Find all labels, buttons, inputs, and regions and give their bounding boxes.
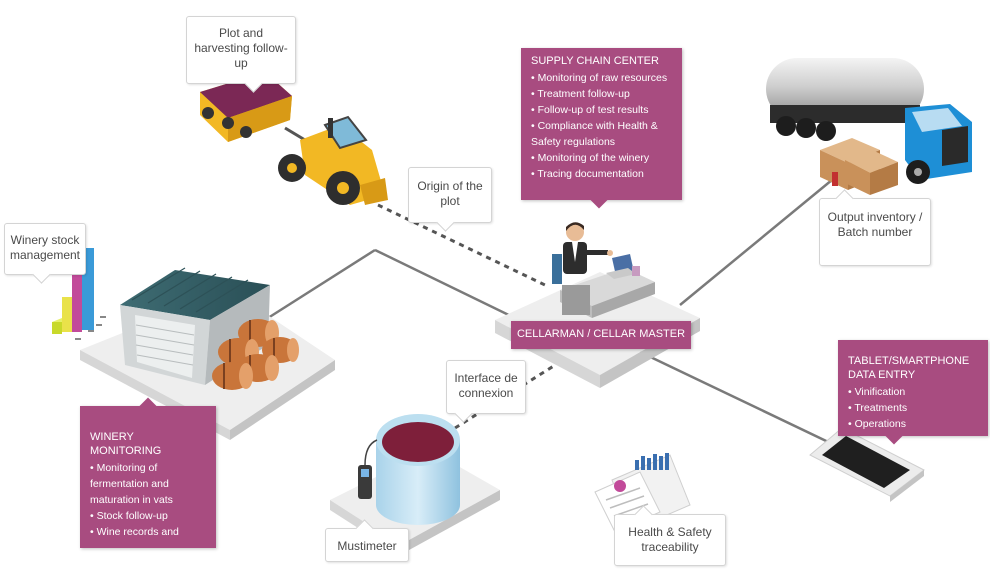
wine-vat — [358, 414, 460, 525]
supply-chain-item: • Treatment follow-up — [531, 88, 630, 100]
supply-chain-item: • Monitoring of the winery — [531, 152, 650, 164]
supply-chain-panel: SUPPLY CHAIN CENTER • Monitoring of raw … — [521, 48, 682, 209]
supply-chain-title: SUPPLY CHAIN CENTER — [531, 55, 659, 67]
callout-health-safety: Health & Safety traceability — [614, 505, 726, 566]
tractor-trailer — [200, 72, 388, 205]
supply-chain-item: • Tracing documentation — [531, 168, 644, 180]
cellar-master-person — [552, 222, 655, 318]
supply-chain-item: • Follow-up of test results — [531, 104, 649, 116]
warehouse-building — [120, 267, 270, 385]
tanker-truck — [766, 58, 972, 184]
cellarman-label: CELLARMAN / CELLAR MASTER — [511, 321, 691, 349]
stock-bar-chart-icon — [52, 248, 106, 340]
wine-barrels — [212, 319, 299, 390]
callout-origin-text: Origin of the plot — [417, 179, 483, 208]
supply-chain-item: • Compliance with Health & Safety regula… — [531, 120, 658, 148]
callout-plot-text: Plot and harvesting follow-up — [194, 26, 288, 70]
winery-monitoring-item: • Stock follow-up — [90, 510, 168, 522]
winery-monitoring-title: WINERY MONITORING — [90, 431, 162, 457]
callout-interface: Interface de connexion — [446, 360, 526, 423]
callout-plot-harvesting: Plot and harvesting follow-up — [186, 16, 296, 93]
callout-mustimeter: Mustimeter — [325, 519, 409, 562]
supply-chain-item: • Monitoring of raw resources — [531, 72, 668, 84]
health-documents-icon — [594, 453, 691, 533]
callout-mustimeter-text: Mustimeter — [337, 539, 397, 553]
tablet-item: • Treatments — [848, 402, 908, 414]
connection-lines — [267, 174, 846, 452]
callout-stock-text: Winery stock management — [9, 233, 81, 262]
callout-origin-plot: Origin of the plot — [408, 167, 492, 232]
tablet-item: • Vinification — [848, 386, 906, 398]
smartphone-icon — [809, 427, 925, 502]
tablet-data-entry-panel: TABLET/SMARTPHONE DATA ENTRY • Vinificat… — [838, 340, 988, 445]
winery-monitoring-panel: WINERY MONITORING • Monitoring of fermen… — [80, 397, 216, 548]
callout-winery-stock: Winery stock management — [4, 223, 86, 284]
callout-output-inventory: Output inventory / Batch number — [819, 189, 931, 266]
tablet-title: TABLET/SMARTPHONE DATA ENTRY — [848, 355, 970, 381]
callout-output-text: Output inventory / Batch number — [827, 210, 923, 239]
tablet-item: • Operations — [848, 418, 906, 430]
callout-health-text: Health & Safety traceability — [628, 525, 712, 554]
winery-monitoring-item: • Monitoring of fermentation and maturat… — [90, 462, 173, 506]
shipping-boxes — [820, 138, 898, 195]
callout-interface-text: Interface de connexion — [454, 371, 518, 400]
winery-monitoring-item: • Wine records and — [90, 526, 179, 538]
